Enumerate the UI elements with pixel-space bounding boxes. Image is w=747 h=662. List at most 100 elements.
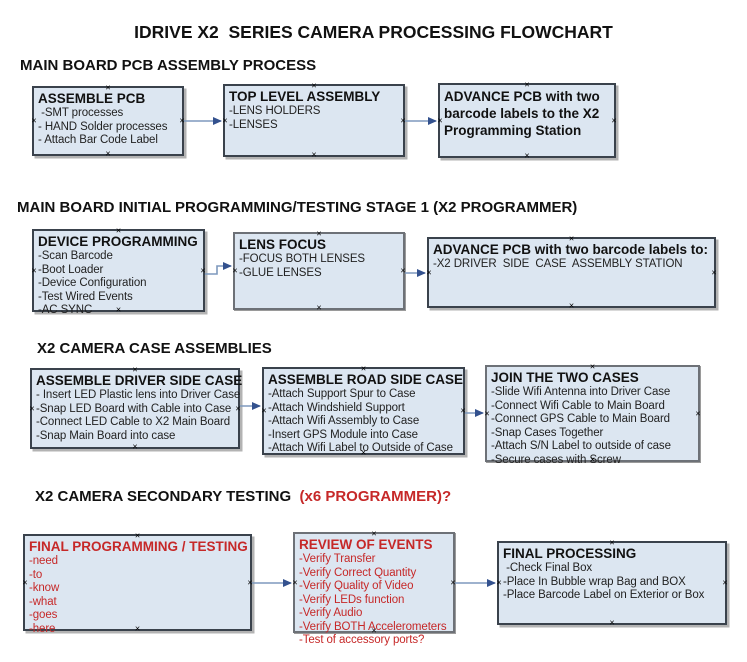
connection-point-marker: × bbox=[222, 115, 228, 125]
box-item: -here bbox=[29, 622, 56, 635]
box-item: -Secure cases with Screw bbox=[491, 453, 621, 466]
box-title: LENS FOCUS bbox=[239, 237, 327, 252]
box-item: -know bbox=[29, 582, 60, 594]
connection-point-marker: × bbox=[179, 115, 185, 126]
box-title: DEVICE PROGRAMMING bbox=[38, 234, 198, 249]
box-item: -Verify Transfer bbox=[299, 553, 376, 565]
box-title: ASSEMBLE ROAD SIDE CASE bbox=[268, 372, 464, 387]
connection-point-marker: × bbox=[426, 267, 432, 277]
box-top-level-assembly[interactable]: TOP LEVEL ASSEMBLY -LENS HOLDERS-LENSES … bbox=[222, 81, 406, 160]
box-item: -Verify Audio bbox=[299, 607, 363, 619]
box-items: - Insert LED Plastic lens into Driver Ca… bbox=[36, 389, 241, 443]
connection-point-marker: × bbox=[568, 300, 575, 311]
box-title: JOIN THE TWO CASES bbox=[491, 370, 639, 385]
box-item: -Device Configuration bbox=[38, 277, 147, 289]
section-heading-red-part: (x6 PROGRAMMER)? bbox=[295, 488, 452, 505]
box-title: ASSEMBLE PCB bbox=[38, 91, 146, 106]
box-item: -LENSES bbox=[229, 118, 278, 131]
box-items: -FOCUS BOTH LENSES-GLUE LENSES bbox=[239, 253, 398, 280]
connection-point-marker: × bbox=[31, 265, 37, 275]
box-item: -LENS HOLDERS bbox=[229, 105, 321, 117]
connection-point-marker: × bbox=[400, 115, 406, 125]
box-join-the-two-cases[interactable]: JOIN THE TWO CASES -Slide Wifi Antenna i… bbox=[484, 362, 701, 466]
section-heading-pcb-assembly: MAIN BOARD PCB ASSEMBLY PROCESS bbox=[20, 57, 317, 74]
box-lens-focus[interactable]: LENS FOCUS -FOCUS BOTH LENSES-GLUE LENSE… bbox=[232, 229, 406, 313]
box-item: -Snap Main Board into case bbox=[36, 429, 176, 442]
section-heading-initial-programming: MAIN BOARD INITIAL PROGRAMMING/TESTING S… bbox=[17, 199, 578, 216]
box-item: -Connect Wifi Cable to Main Board bbox=[491, 399, 665, 412]
connection-point-marker: × bbox=[450, 577, 456, 587]
box-item: -Boot Loader bbox=[38, 263, 104, 276]
connection-point-marker: × bbox=[722, 577, 728, 588]
box-item: - Insert LED Plastic lens into Driver Ca… bbox=[36, 389, 241, 401]
box-item: -Slide Wifi Antenna into Driver Case bbox=[491, 386, 671, 398]
connection-point-marker: × bbox=[132, 441, 138, 452]
box-advance-pcb-programming-station[interactable]: ADVANCE PCB with two barcode labels to t… bbox=[437, 80, 616, 161]
box-item: -Place Barcode Label on Exterior or Box bbox=[503, 589, 705, 601]
box-item: -X2 DRIVER SIDE CASE ASSEMBLY STATION bbox=[433, 258, 683, 270]
box-item: -to bbox=[29, 568, 43, 581]
box-device-programming[interactable]: DEVICE PROGRAMMING -Scan Barcode-Boot Lo… bbox=[31, 226, 206, 316]
box-item: -Verify BOTH Accelerometers bbox=[299, 620, 447, 633]
box-item: -Check Final Box bbox=[503, 562, 593, 574]
box-assemble-road-side-case[interactable]: ASSEMBLE ROAD SIDE CASE -Attach Support … bbox=[261, 364, 466, 457]
box-item: -Verify Correct Quantity bbox=[299, 566, 417, 579]
box-items: -Scan Barcode-Boot Loader-Device Configu… bbox=[38, 250, 198, 318]
box-title: REVIEW OF EVENTS bbox=[299, 537, 433, 552]
connection-point-marker: × bbox=[437, 115, 443, 125]
box-item: - HAND Solder processes bbox=[38, 120, 168, 133]
box-item: -Attach S/N Label to outside of case bbox=[491, 440, 671, 452]
page-title: IDRIVE X2 SERIES CAMERA PROCESSING FLOWC… bbox=[134, 22, 613, 42]
connection-point-marker: × bbox=[609, 617, 615, 628]
box-item: -Test Wired Events bbox=[38, 290, 133, 303]
box-item: -Test of accessory ports? bbox=[299, 634, 425, 646]
section-heading-black-part: X2 CAMERA SECONDARY TESTING bbox=[35, 488, 296, 505]
connection-point-marker: × bbox=[31, 115, 37, 126]
box-item: -what bbox=[29, 595, 57, 608]
box-item: -Insert GPS Module into Case bbox=[268, 428, 418, 441]
connection-point-marker: × bbox=[247, 577, 253, 587]
box-item: - Attach Bar Code Label bbox=[38, 134, 158, 146]
connection-point-marker: × bbox=[460, 405, 466, 416]
box-item: -Snap LED Board with Cable into Case bbox=[36, 402, 232, 415]
connection-point-marker: × bbox=[316, 302, 322, 313]
box-item: -GLUE LENSES bbox=[239, 266, 322, 279]
box-item: -AC SYNC bbox=[38, 304, 93, 316]
box-assemble-driver-side-case[interactable]: ASSEMBLE DRIVER SIDE CASE - Insert LED P… bbox=[29, 365, 242, 452]
box-items: -SMT processes- HAND Solder processes- A… bbox=[38, 107, 177, 148]
box-advance-pcb-driver-side-station[interactable]: ADVANCE PCB with two barcode labels to: … bbox=[426, 234, 717, 311]
box-item: -FOCUS BOTH LENSES bbox=[239, 253, 365, 265]
box-title: FINAL PROGRAMMING / TESTING bbox=[29, 539, 248, 554]
section-heading-secondary-testing: X2 CAMERA SECONDARY TESTING (x6 PROGRAMM… bbox=[35, 488, 451, 505]
box-final-programming-testing[interactable]: FINAL PROGRAMMING / TESTING -need-to-kno… bbox=[22, 531, 253, 635]
box-items: -X2 DRIVER SIDE CASE ASSEMBLY STATION bbox=[433, 258, 709, 272]
box-title: FINAL PROCESSING bbox=[503, 546, 637, 561]
box-assemble-pcb[interactable]: ASSEMBLE PCB -SMT processes- HAND Solder… bbox=[31, 83, 185, 158]
connection-point-marker: × bbox=[235, 403, 241, 413]
box-item: -Attach Support Spur to Case bbox=[268, 388, 416, 400]
box-item: -Snap Cases Together bbox=[491, 426, 604, 439]
connection-point-marker: × bbox=[29, 403, 35, 413]
box-items: -LENS HOLDERS-LENSES bbox=[229, 105, 398, 132]
box-item: -Attach Windshield Support bbox=[268, 401, 405, 414]
box-item: -goes bbox=[29, 609, 58, 621]
box-items: -Check Final Box-Place In Bubble wrap Ba… bbox=[503, 562, 720, 603]
connection-point-marker: × bbox=[695, 408, 701, 418]
box-review-of-events[interactable]: REVIEW OF EVENTS -Verify Transfer-Verify… bbox=[292, 529, 456, 646]
box-title: TOP LEVEL ASSEMBLY bbox=[229, 89, 381, 104]
box-item: -Connect LED Cable to X2 Main Board bbox=[36, 416, 231, 428]
box-item: -Connect GPS Cable to Main Board bbox=[491, 413, 670, 425]
connection-point-marker: × bbox=[400, 265, 406, 276]
box-title: ADVANCE PCB with two barcode labels to t… bbox=[444, 89, 600, 138]
box-item: -Verify LEDs function bbox=[299, 593, 405, 606]
box-final-processing[interactable]: FINAL PROCESSING -Check Final Box-Place … bbox=[496, 538, 728, 628]
arrow-deviceprog-to-lensfocus[interactable] bbox=[205, 262, 232, 275]
connection-point-marker: × bbox=[496, 577, 502, 588]
box-items: -Attach Support Spur to Case-Attach Wind… bbox=[268, 388, 458, 456]
connection-point-marker: × bbox=[200, 265, 206, 275]
connection-point-marker: × bbox=[711, 267, 717, 277]
box-item: -Attach Wifi Label to Outside of Case bbox=[268, 442, 453, 454]
connection-point-marker: × bbox=[524, 150, 530, 161]
connection-point-marker: × bbox=[311, 149, 317, 160]
box-items: -Slide Wifi Antenna into Driver Case-Con… bbox=[491, 386, 693, 467]
